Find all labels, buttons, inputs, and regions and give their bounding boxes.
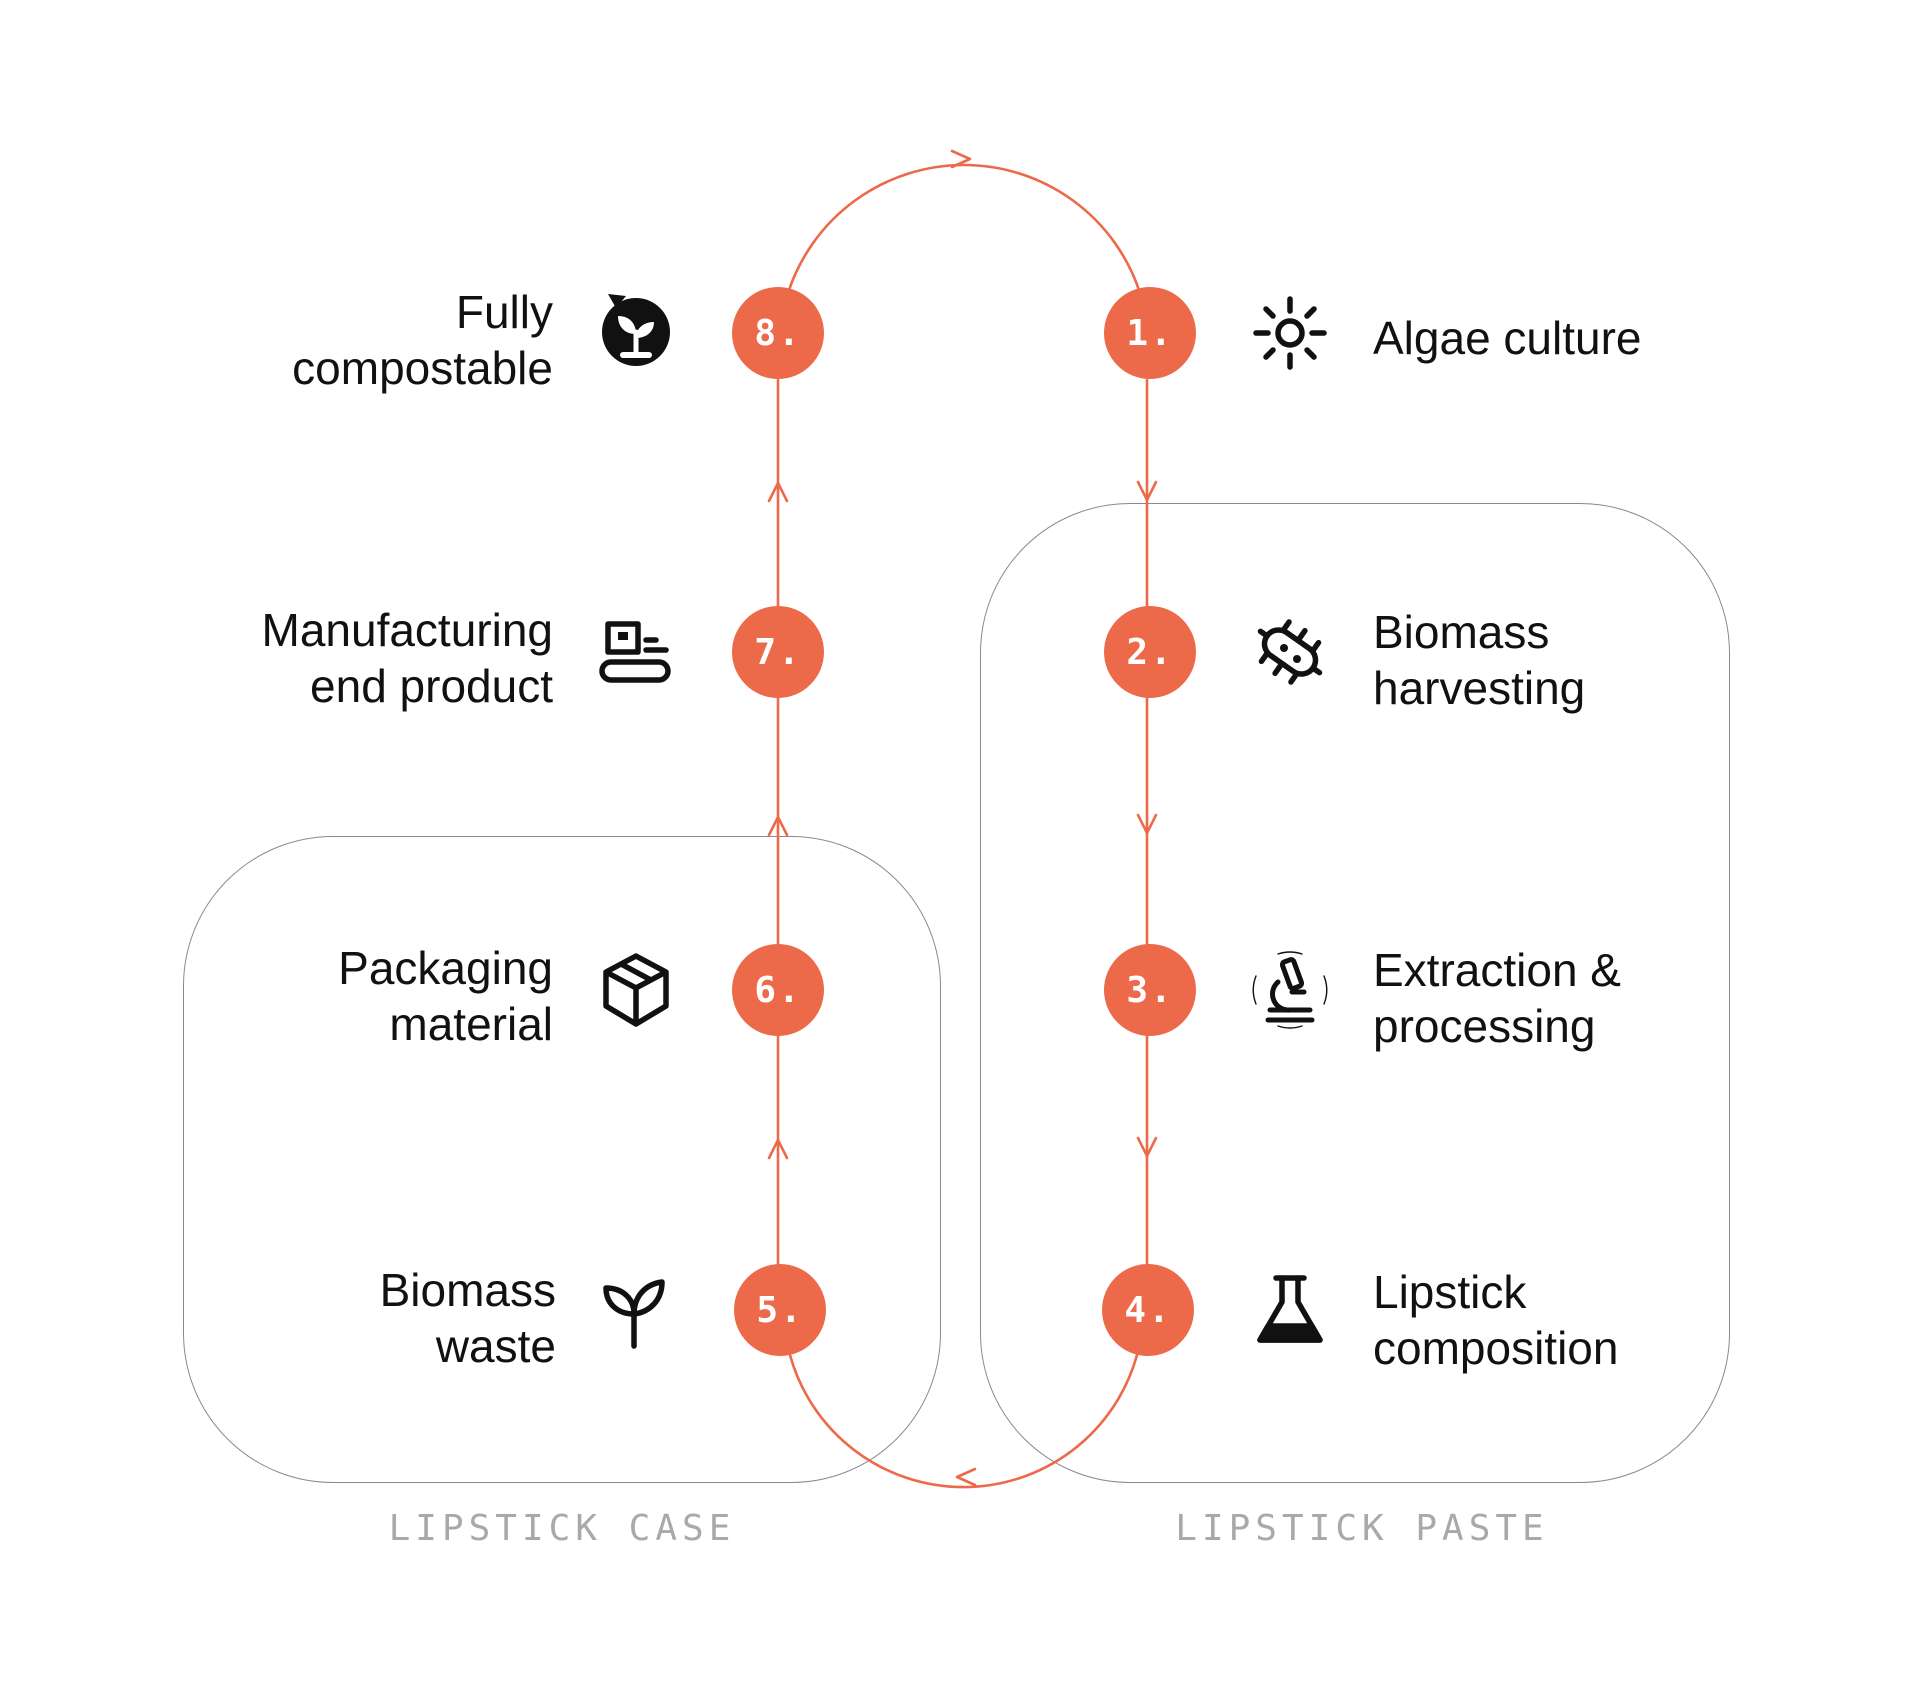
step-1-label: Algae culture bbox=[1373, 312, 1642, 364]
flask-icon bbox=[1248, 1268, 1332, 1352]
conveyor-icon bbox=[594, 610, 678, 694]
step-2-node: 2. bbox=[1104, 606, 1196, 698]
arrow-down-icon bbox=[1136, 813, 1158, 835]
arrow-up-icon bbox=[767, 1138, 789, 1160]
arc-4-to-5 bbox=[788, 1353, 1139, 1489]
step-3-node: 3. bbox=[1104, 944, 1196, 1036]
arrow-top-icon bbox=[950, 149, 972, 169]
arc-8-to-1 bbox=[786, 163, 1142, 295]
step-8-label: Fully compostable bbox=[292, 286, 553, 394]
microscope-icon bbox=[1248, 948, 1332, 1032]
box-icon bbox=[594, 948, 678, 1032]
sprout-icon bbox=[594, 1268, 678, 1352]
step-2-label: Biomass harvesting bbox=[1373, 606, 1586, 714]
lipstick-paste-group bbox=[980, 503, 1730, 1483]
arrow-up-icon bbox=[767, 815, 789, 837]
lipstick-case-label: LIPSTICK CASE bbox=[388, 1508, 736, 1549]
lipstick-paste-label: LIPSTICK PASTE bbox=[1175, 1508, 1549, 1549]
arrow-down-icon bbox=[1136, 480, 1158, 502]
step-5-label: Biomass waste bbox=[379, 1264, 556, 1372]
microbe-icon bbox=[1248, 610, 1332, 694]
step-8-node: 8. bbox=[732, 287, 824, 379]
step-7-node: 7. bbox=[732, 606, 824, 698]
step-7-label: Manufacturing end product bbox=[261, 604, 554, 712]
step-5-node: 5. bbox=[734, 1264, 826, 1356]
arrow-up-icon bbox=[767, 481, 789, 503]
step-6-label: Packaging material bbox=[338, 942, 553, 1050]
step-6-node: 6. bbox=[732, 944, 824, 1036]
step-3-label: Extraction & processing bbox=[1373, 944, 1621, 1052]
step-4-label: Lipstick composition bbox=[1373, 1266, 1619, 1374]
lipstick-case-group bbox=[183, 836, 941, 1483]
arrow-bottom-icon bbox=[955, 1467, 977, 1487]
sun-icon bbox=[1248, 291, 1332, 375]
step-1-node: 1. bbox=[1104, 287, 1196, 379]
step-4-node: 4. bbox=[1102, 1264, 1194, 1356]
compost-icon bbox=[594, 288, 678, 372]
arrow-down-icon bbox=[1136, 1136, 1158, 1158]
